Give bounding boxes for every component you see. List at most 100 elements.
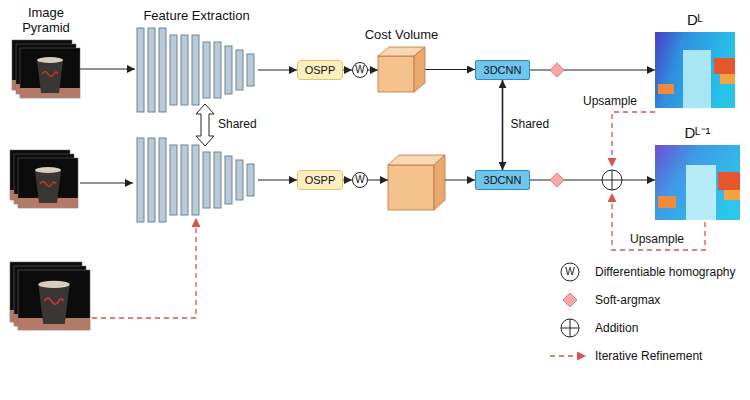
depth-region — [658, 84, 674, 94]
cost-volume: Cost Volume — [378, 47, 425, 92]
flow-arrow — [425, 69, 475, 70]
depth-region — [714, 58, 735, 74]
legend-text: Soft-argmax — [595, 292, 660, 308]
cnn-box: 3DCNN — [475, 60, 530, 80]
feature-extractor: Feature Extraction — [135, 28, 258, 112]
feature-layer — [225, 156, 232, 204]
depth-region — [655, 145, 740, 220]
feature-layer — [225, 46, 232, 94]
feature-layer — [170, 35, 177, 105]
soft-argmax-diamond — [550, 173, 564, 187]
addition-symbol — [602, 170, 622, 190]
addition-circle — [561, 319, 579, 337]
node-heading: Cost Volume — [365, 27, 439, 42]
node-label: W — [355, 64, 364, 76]
feature-layer — [192, 35, 199, 105]
edge-label: Shared — [511, 117, 550, 131]
feature-layer — [137, 138, 144, 222]
annotation-label: Upsample — [630, 232, 684, 246]
legend-addition-symbol — [561, 319, 579, 337]
legend-text: Addition — [595, 320, 638, 336]
feature-layer — [214, 152, 221, 208]
feature-layers — [137, 28, 254, 112]
node-label: OSPP — [305, 174, 336, 186]
flow-arrow — [530, 70, 655, 71]
feature-layer — [137, 28, 144, 112]
flow-arrow — [530, 180, 655, 181]
annotation-label: Upsample — [583, 94, 637, 108]
depth-map-image — [655, 32, 735, 108]
legend-soft-argmax-symbol — [563, 293, 577, 307]
upsample-arrow — [612, 112, 655, 167]
feature-layer — [192, 145, 199, 215]
cnn-box: 3DCNN — [475, 170, 530, 190]
feature-layer — [148, 28, 155, 112]
refinement-arrow — [92, 218, 196, 318]
feature-layer — [236, 160, 243, 200]
flow-arrow — [258, 180, 297, 181]
legend-symbol-label: W — [561, 265, 579, 279]
node-label: OSPP — [305, 64, 336, 76]
node-label: W — [355, 174, 364, 186]
annotation-label: Shared — [218, 117, 257, 131]
feature-layer — [148, 138, 155, 222]
node-label: 3DCNN — [484, 64, 522, 76]
node-heading: Image Pyramid — [16, 5, 76, 35]
input-image — [18, 270, 90, 330]
feature-layer — [170, 145, 177, 215]
feature-layer — [236, 50, 243, 90]
feature-layer — [203, 42, 210, 98]
cube-face — [388, 165, 434, 210]
cube-face — [414, 47, 425, 92]
feature-layer — [181, 145, 188, 215]
flow-arrow — [80, 69, 135, 70]
image-pyramid: Image Pyramid — [12, 40, 80, 98]
depth-region — [683, 50, 711, 108]
depth-region — [655, 32, 735, 108]
addition-cross — [602, 170, 622, 190]
cube-face — [378, 56, 414, 92]
node-heading: Feature Extraction — [143, 8, 249, 23]
ospp-box: OSPP — [297, 170, 343, 190]
flow-arrow — [258, 70, 297, 71]
upsample-arrow — [612, 193, 705, 250]
node-label: 3DCNN — [484, 174, 522, 186]
cost-volume-cube — [388, 155, 445, 210]
legend-text: Differentiable homography — [595, 264, 736, 280]
feature-layer — [247, 164, 254, 196]
flow-arrow — [80, 183, 133, 184]
addition-circle — [602, 170, 622, 190]
feature-layer — [159, 138, 166, 222]
circle-outline — [353, 173, 368, 188]
cost-volume-cube — [378, 47, 425, 92]
addition-cross — [561, 319, 579, 337]
depth-region — [658, 196, 676, 208]
homography-circle: W — [352, 172, 368, 188]
depth-map: Dᴸ⁻¹ — [655, 145, 740, 220]
flow-arrow — [368, 70, 378, 71]
depth-map: Dᴸ — [655, 32, 735, 108]
shared-arrow — [196, 104, 214, 146]
homography-circle: W — [352, 62, 368, 78]
depth-region — [720, 74, 735, 84]
feature-layer — [203, 152, 210, 208]
shared-link — [502, 80, 504, 170]
feature-layer — [159, 28, 166, 112]
flow-arrow — [368, 180, 388, 181]
flow-arrow — [343, 180, 352, 181]
circle-outline — [353, 63, 368, 78]
node-heading: Dᴸ⁻¹ — [684, 125, 710, 140]
feature-layer — [181, 35, 188, 105]
input-image — [18, 158, 78, 208]
flow-arrow — [343, 70, 352, 71]
legend-refinement-symbol — [550, 355, 586, 356]
feature-layer — [214, 42, 221, 98]
feature-layer — [247, 54, 254, 86]
legend-homography-symbol — [561, 263, 579, 281]
depth-region — [686, 165, 716, 220]
depth-map-image — [655, 145, 740, 220]
soft-argmax-diamond — [550, 63, 564, 77]
flow-arrow — [445, 180, 475, 181]
cube-face — [434, 155, 445, 210]
